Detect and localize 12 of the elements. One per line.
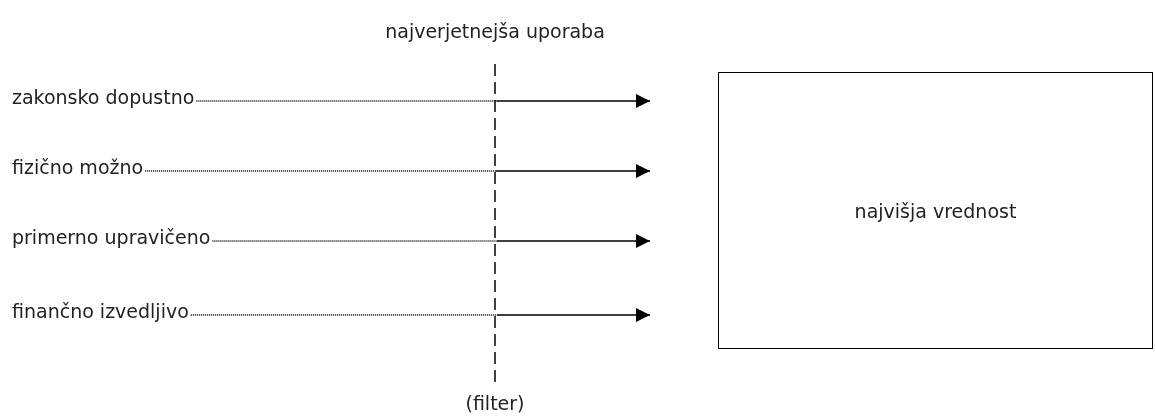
filter-caption: (filter) — [465, 392, 525, 414]
arrow — [195, 94, 651, 108]
arrow — [190, 308, 651, 322]
box-text: najvišja vrednost — [854, 199, 1017, 222]
criterion-text: zakonsko dopustno — [12, 86, 195, 116]
arrow — [144, 164, 651, 178]
filter-title: najverjetnejša uporaba — [385, 20, 605, 42]
arrow — [211, 234, 651, 248]
value-box — [718, 72, 1153, 349]
criterion-text: primerno upravičeno — [12, 226, 211, 256]
criterion-text: finančno izvedljivo — [12, 300, 189, 330]
criterion-text: fizično možno — [12, 156, 144, 186]
